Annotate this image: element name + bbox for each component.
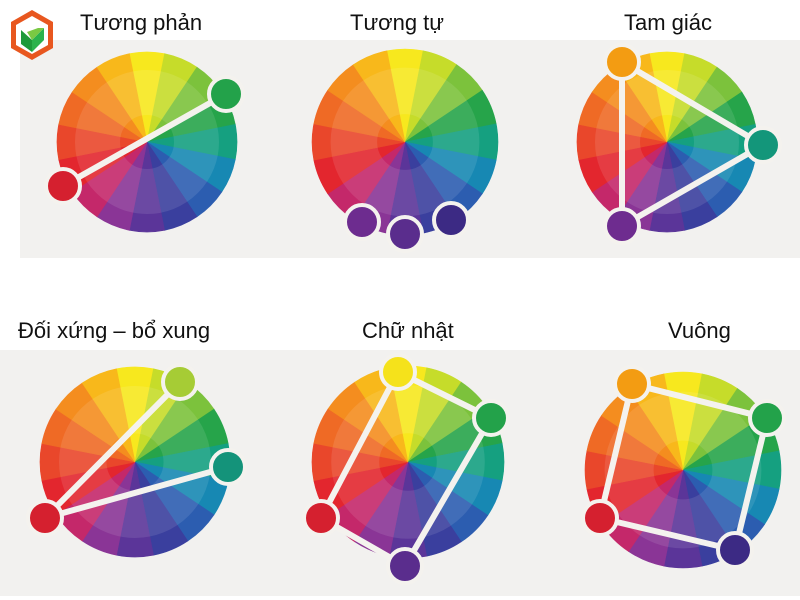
wheel-shading	[330, 67, 480, 217]
scheme-connector-line	[318, 369, 401, 521]
selected-color-dot	[161, 363, 199, 401]
selected-color-dot	[379, 353, 417, 391]
title-analogous: Tương tự	[350, 10, 445, 35]
title-complementary: Tương phản	[80, 10, 203, 35]
selected-color-dot	[209, 448, 247, 486]
selected-color-dot	[744, 126, 782, 164]
color-wheel-square	[581, 365, 786, 569]
selected-color-dot	[26, 499, 64, 537]
selected-color-dot	[472, 399, 510, 437]
wheel-shading	[59, 386, 211, 538]
wheel-shading	[331, 385, 485, 539]
scheme-connector-line	[629, 381, 770, 421]
scheme-connector-line	[597, 515, 738, 553]
wheel-shading	[604, 391, 762, 549]
title-square: Vuông	[668, 318, 731, 343]
selected-color-dot	[44, 167, 82, 205]
color-wheel-triadic	[576, 43, 782, 245]
selected-color-dot	[386, 215, 424, 253]
scheme-connector-line	[619, 59, 766, 148]
selected-color-dot	[748, 399, 786, 437]
scheme-connector-line	[619, 142, 766, 229]
scheme-connector-line	[402, 415, 494, 569]
color-wheel-rectangle	[302, 353, 510, 585]
scheme-connector-line	[60, 91, 229, 189]
selected-color-dot	[302, 499, 340, 537]
title-rectangle: Chữ nhật	[362, 318, 454, 343]
selected-color-dot	[716, 531, 754, 569]
title-triadic: Tam giác	[624, 10, 713, 35]
scheme-connector-line	[42, 379, 183, 521]
color-wheel-split-complementary	[26, 363, 247, 558]
scheme-connector-line	[732, 415, 770, 553]
wheel-shading	[595, 70, 739, 214]
color-wheel-complementary	[44, 51, 245, 233]
scheme-connector-line	[42, 464, 231, 521]
wheel-shading	[75, 70, 219, 214]
brand-logo-icon	[11, 10, 53, 60]
selected-color-dot	[603, 43, 641, 81]
selected-color-dot	[603, 207, 641, 245]
title-split-complementary: Đối xứng – bổ xung	[18, 318, 211, 343]
selected-color-dot	[207, 75, 245, 113]
scheme-connector-line	[597, 381, 635, 521]
selected-color-dot	[386, 547, 424, 585]
wheel-segment	[352, 50, 406, 143]
selected-color-dot	[343, 203, 381, 241]
selected-color-dot	[432, 201, 470, 239]
wheel-segment	[96, 53, 148, 143]
selected-color-dot	[613, 365, 651, 403]
color-wheel-analogous	[311, 48, 499, 253]
selected-color-dot	[581, 499, 619, 537]
